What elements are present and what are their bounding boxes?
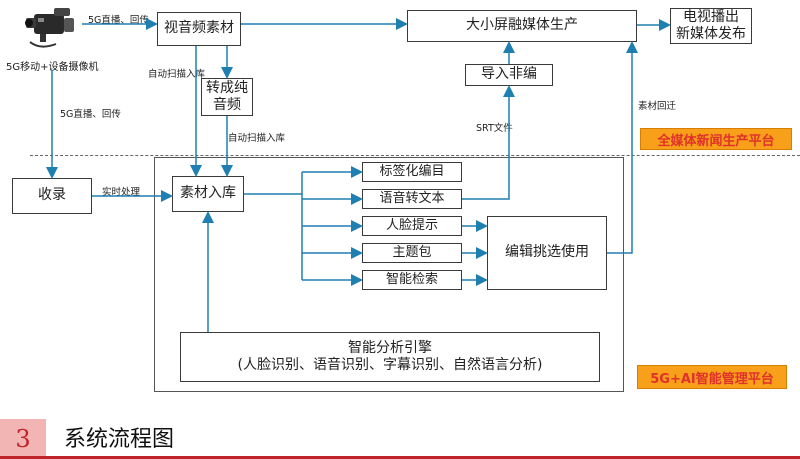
node-tv-newmedia: 电视播出 新媒体发布 (670, 8, 752, 44)
ai-engine-title: 智能分析引擎 (348, 339, 432, 356)
node-topic-pack: 主题包 (362, 243, 462, 263)
platform-divider (30, 155, 800, 156)
node-smart-search: 智能检索 (362, 270, 462, 290)
ai-engine-subtitle: (人脸识别、语音识别、字幕识别、自然语言分析) (237, 357, 543, 373)
footer-underline (0, 456, 800, 459)
section-title: 系统流程图 (64, 427, 175, 452)
node-import-edit: 导入非编 (465, 64, 553, 86)
label-auto-scan-1: 自动扫描入库 (148, 69, 206, 80)
node-edit-select: 编辑挑选使用 (487, 216, 607, 290)
node-material-ingest: 素材入库 (172, 176, 244, 212)
badge-ai-platform: 5G+AI智能管理平台 (637, 365, 787, 389)
section-number: 3 (0, 419, 46, 459)
label-live-playback-top: 5G直播、回传 (88, 15, 149, 26)
node-to-audio: 转成纯 音频 (201, 78, 253, 116)
video-camera-icon (20, 6, 80, 50)
label-auto-scan-2: 自动扫描入库 (228, 133, 286, 144)
label-material-return: 素材回迁 (638, 101, 677, 112)
ai-platform-frame (154, 157, 624, 392)
label-realtime: 实时处理 (102, 187, 141, 198)
badge-newsroom-platform: 全媒体新闻生产平台 (640, 128, 792, 150)
camera-label: 5G移动+设备摄像机 (6, 62, 99, 73)
node-ai-engine: 智能分析引擎 (人脸识别、语音识别、字幕识别、自然语言分析) (180, 332, 600, 382)
node-big-small-screen: 大小屏融媒体生产 (407, 10, 637, 42)
node-record: 收录 (12, 178, 92, 214)
label-live-playback-down: 5G直播、回传 (60, 109, 121, 120)
node-speech-to-text: 语音转文本 (362, 189, 462, 209)
label-srt-file: SRT文件 (476, 123, 513, 134)
node-face-hint: 人脸提示 (362, 216, 462, 236)
node-av-material: 视音频素材 (157, 12, 241, 46)
node-tag-catalog: 标签化编目 (362, 162, 462, 182)
